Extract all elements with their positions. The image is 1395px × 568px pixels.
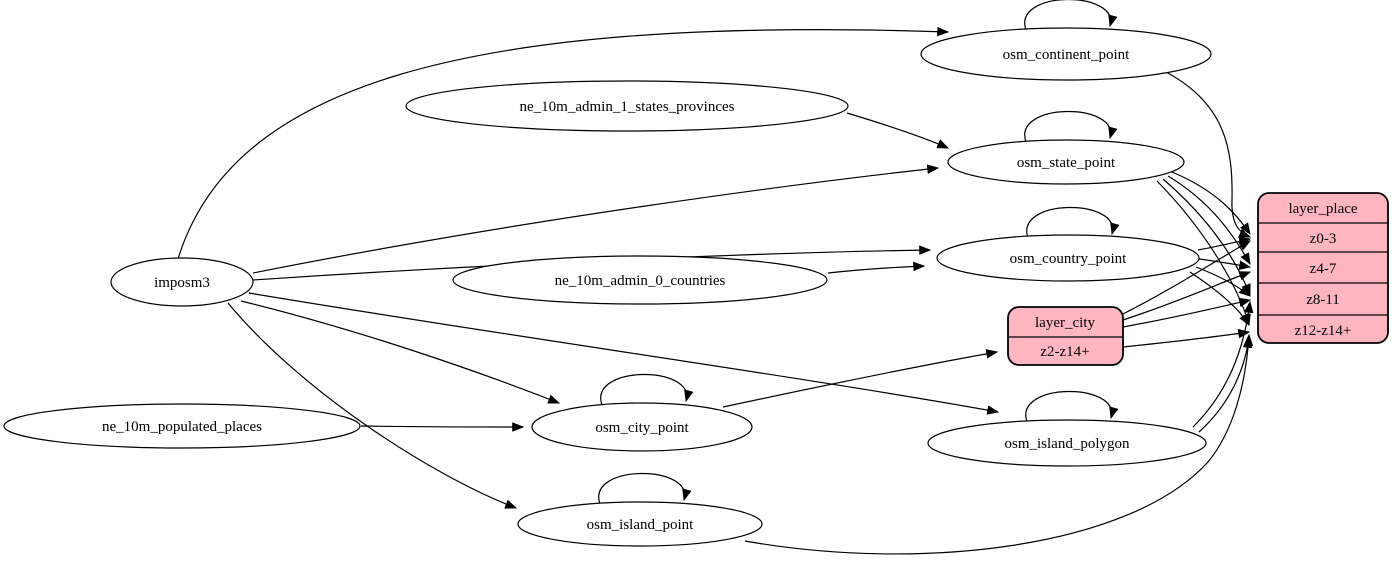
edge-loop-osm_island_point <box>598 472 692 505</box>
node-osm_island_point: osm_island_point <box>517 501 763 547</box>
edge-loop-osm_continent_point <box>1024 0 1118 31</box>
edge-osm_island_point-layer_place-z12-z14 <box>744 333 1254 555</box>
osm_state_point-label: osm_state_point <box>1017 155 1116 171</box>
edge-imposm3-osm_island_polygon <box>248 292 1000 415</box>
osm_continent_point-ellipse <box>920 27 1212 81</box>
record-layer_place: layer_place z0-3 z4-7 z8-11 z12-z14+ <box>1257 192 1389 344</box>
osm_city_point-label: osm_city_point <box>595 420 689 436</box>
ne_10m_populated_places-label: ne_10m_populated_places <box>102 419 262 435</box>
osm_state_point-ellipse <box>947 139 1185 185</box>
edge-osm_state_point-layer_place-z0-3 <box>1171 171 1251 235</box>
ne_10m_admin_0_countries-ellipse <box>452 255 828 305</box>
layer_place-row-z0-3: z0-3 <box>1310 231 1337 247</box>
osm_city_point-ellipse <box>531 402 753 452</box>
node-ne_10m_admin_1_states_provinces: ne_10m_admin_1_states_provinces <box>405 80 849 132</box>
edge-ne_10m_populated_places-osm_city_point <box>360 422 525 432</box>
edge-osm_country_point-layer_place-z4-7 <box>1198 258 1252 270</box>
edge-osm_state_point-layer_place-z4-7 <box>1167 175 1251 266</box>
edge-layer_city-layer_place-z8-11 <box>1122 297 1252 328</box>
edge-layer_city-layer_place-z4-7 <box>1122 271 1252 321</box>
layer_place-row-z12-z14: z12-z14+ <box>1295 323 1352 339</box>
edge-loop-osm_state_point <box>1024 110 1118 143</box>
node-ne_10m_admin_0_countries: ne_10m_admin_0_countries <box>452 255 828 305</box>
node-osm_continent_point: osm_continent_point <box>920 27 1212 81</box>
edge-osm_city_point-layer_city-z2-z14 <box>722 349 999 408</box>
osm_continent_point-label: osm_continent_point <box>1003 47 1130 63</box>
osm_island_point-label: osm_island_point <box>587 517 695 533</box>
edge-loop-osm_island_polygon <box>1025 390 1119 423</box>
edge-osm_continent_point-layer_place-z0-3 <box>1163 70 1252 238</box>
osm_country_point-ellipse <box>936 234 1200 282</box>
edge-loop-osm_country_point <box>1026 206 1120 239</box>
layer_city-row-z2-z14: z2-z14+ <box>1040 344 1089 360</box>
ne_10m_populated_places-ellipse <box>3 403 361 449</box>
node-osm_country_point: osm_country_point <box>936 234 1200 282</box>
osm_island_point-ellipse <box>517 501 763 547</box>
edge-ne_10m_admin_1_states_provinces-osm_state_point <box>846 112 950 149</box>
edge-layer_city-layer_place-z12-z14 <box>1122 328 1251 348</box>
edge-imposm3-osm_state_point <box>252 164 940 274</box>
node-imposm3: imposm3 <box>110 257 254 307</box>
edge-osm_island_polygon-layer_place-z8-11 <box>1192 300 1254 428</box>
edge-ne_10m_admin_0_countries-osm_country_point <box>827 261 926 274</box>
ne_10m_admin_0_countries-label: ne_10m_admin_0_countries <box>555 273 726 289</box>
imposm3-label: imposm3 <box>154 275 210 291</box>
layer_place-box <box>1257 192 1389 344</box>
imposm3-ellipse <box>110 257 254 307</box>
ne_10m_admin_1_states_provinces-label: ne_10m_admin_1_states_provinces <box>520 99 735 115</box>
layer_place-row-z4-7: z4-7 <box>1310 261 1337 277</box>
osm_island_polygon-ellipse <box>927 419 1207 467</box>
node-osm_island_polygon: osm_island_polygon <box>927 419 1207 467</box>
edge-imposm3-osm_island_point <box>227 302 518 509</box>
osm_island_polygon-label: osm_island_polygon <box>1004 436 1130 452</box>
layer_place-title: layer_place <box>1288 201 1357 217</box>
edge-imposm3-osm_city_point <box>240 300 561 404</box>
osm_country_point-label: osm_country_point <box>1010 251 1127 267</box>
node-ne_10m_populated_places: ne_10m_populated_places <box>3 403 361 449</box>
edge-osm_country_point-layer_place-z12-z14 <box>1189 271 1250 327</box>
layer_city-title: layer_city <box>1035 315 1095 331</box>
node-osm_state_point: osm_state_point <box>947 139 1185 185</box>
edge-layer_city-layer_place-z0-3 <box>1122 240 1252 315</box>
layer_place-row-z8-11: z8-11 <box>1306 292 1340 308</box>
node-osm_city_point: osm_city_point <box>531 402 753 452</box>
edge-loop-osm_city_point <box>600 373 694 406</box>
edge-imposm3-osm_continent_point <box>177 26 950 260</box>
ne_10m_admin_1_states_provinces-ellipse <box>405 80 849 132</box>
edge-osm_country_point-layer_place-z0-3 <box>1197 236 1252 251</box>
layer_city-box <box>1007 306 1124 366</box>
record-layer_city: layer_city z2-z14+ <box>1007 306 1124 366</box>
edge-osm_state_point-layer_place-z8-11 <box>1162 178 1251 297</box>
edge-osm_island_polygon-layer_place-z12-z14 <box>1198 335 1253 433</box>
edge-group <box>177 0 1254 555</box>
